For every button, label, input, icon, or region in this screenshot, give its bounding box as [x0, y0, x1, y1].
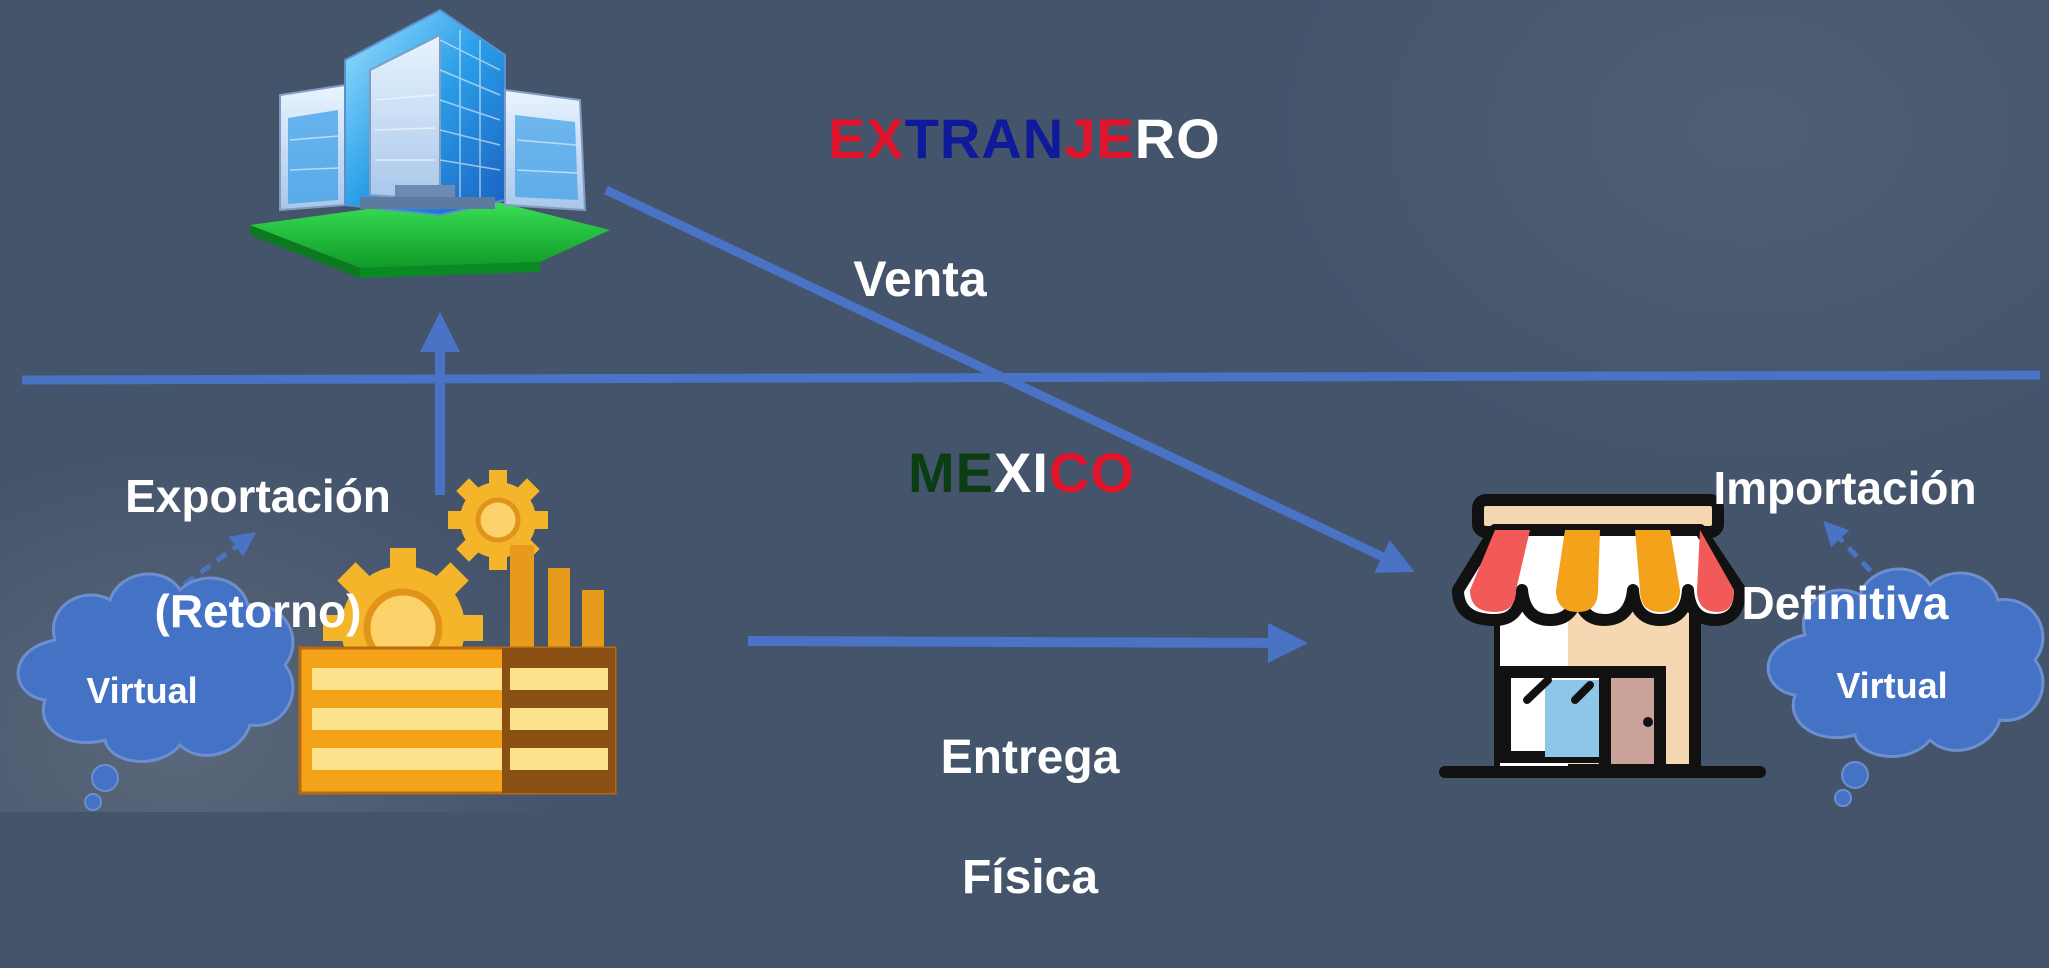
foreign-title-part: JE: [1064, 107, 1135, 170]
border-line: [21, 370, 2041, 385]
domestic-region-title: MEXICO: [908, 440, 1135, 505]
physical-delivery-line1: Entrega: [940, 731, 1120, 784]
virtual-right-cloud: [1766, 567, 2045, 807]
export-return-label: Exportación (Retorno): [88, 410, 428, 698]
virtual-left-label: Virtual: [86, 670, 198, 711]
virtual-left-cloud: [16, 572, 295, 811]
foreign-region-title: EXTRANJERO: [828, 106, 1221, 171]
domestic-title-part: ME: [908, 441, 994, 504]
virtual-right-label: Virtual: [1836, 665, 1948, 706]
definitive-import-label: Importación Definitiva: [1680, 402, 2010, 690]
office-building-icon: [250, 8, 610, 278]
export-return-line2: (Retorno): [154, 584, 362, 637]
sale-label: Venta: [853, 251, 987, 307]
factory-icon: [298, 470, 617, 795]
physical-delivery-arrow: [747, 622, 1308, 663]
definitive-import-line1: Importación: [1713, 461, 1977, 514]
foreign-title-part: EX: [828, 107, 905, 170]
export-return-line1: Exportación: [125, 469, 391, 522]
diagram-graphics: [16, 8, 2045, 811]
sale-arrow: [604, 185, 1415, 573]
physical-delivery-line2: Física: [961, 851, 1099, 904]
definitive-import-line2: Definitiva: [1741, 576, 1949, 629]
foreign-title-part: RO: [1134, 107, 1221, 170]
store-icon: [1439, 494, 1766, 778]
physical-delivery-label: Entrega Física: [900, 668, 1160, 968]
diagram-canvas: EXTRANJERO MEXICO Venta Exportación (Ret…: [0, 0, 2049, 904]
domestic-title-part: XI: [994, 441, 1049, 504]
foreign-title-part: TRAN: [904, 107, 1065, 170]
virtual-right-arrow: [1823, 520, 1900, 602]
domestic-title-part: CO: [1048, 441, 1135, 504]
